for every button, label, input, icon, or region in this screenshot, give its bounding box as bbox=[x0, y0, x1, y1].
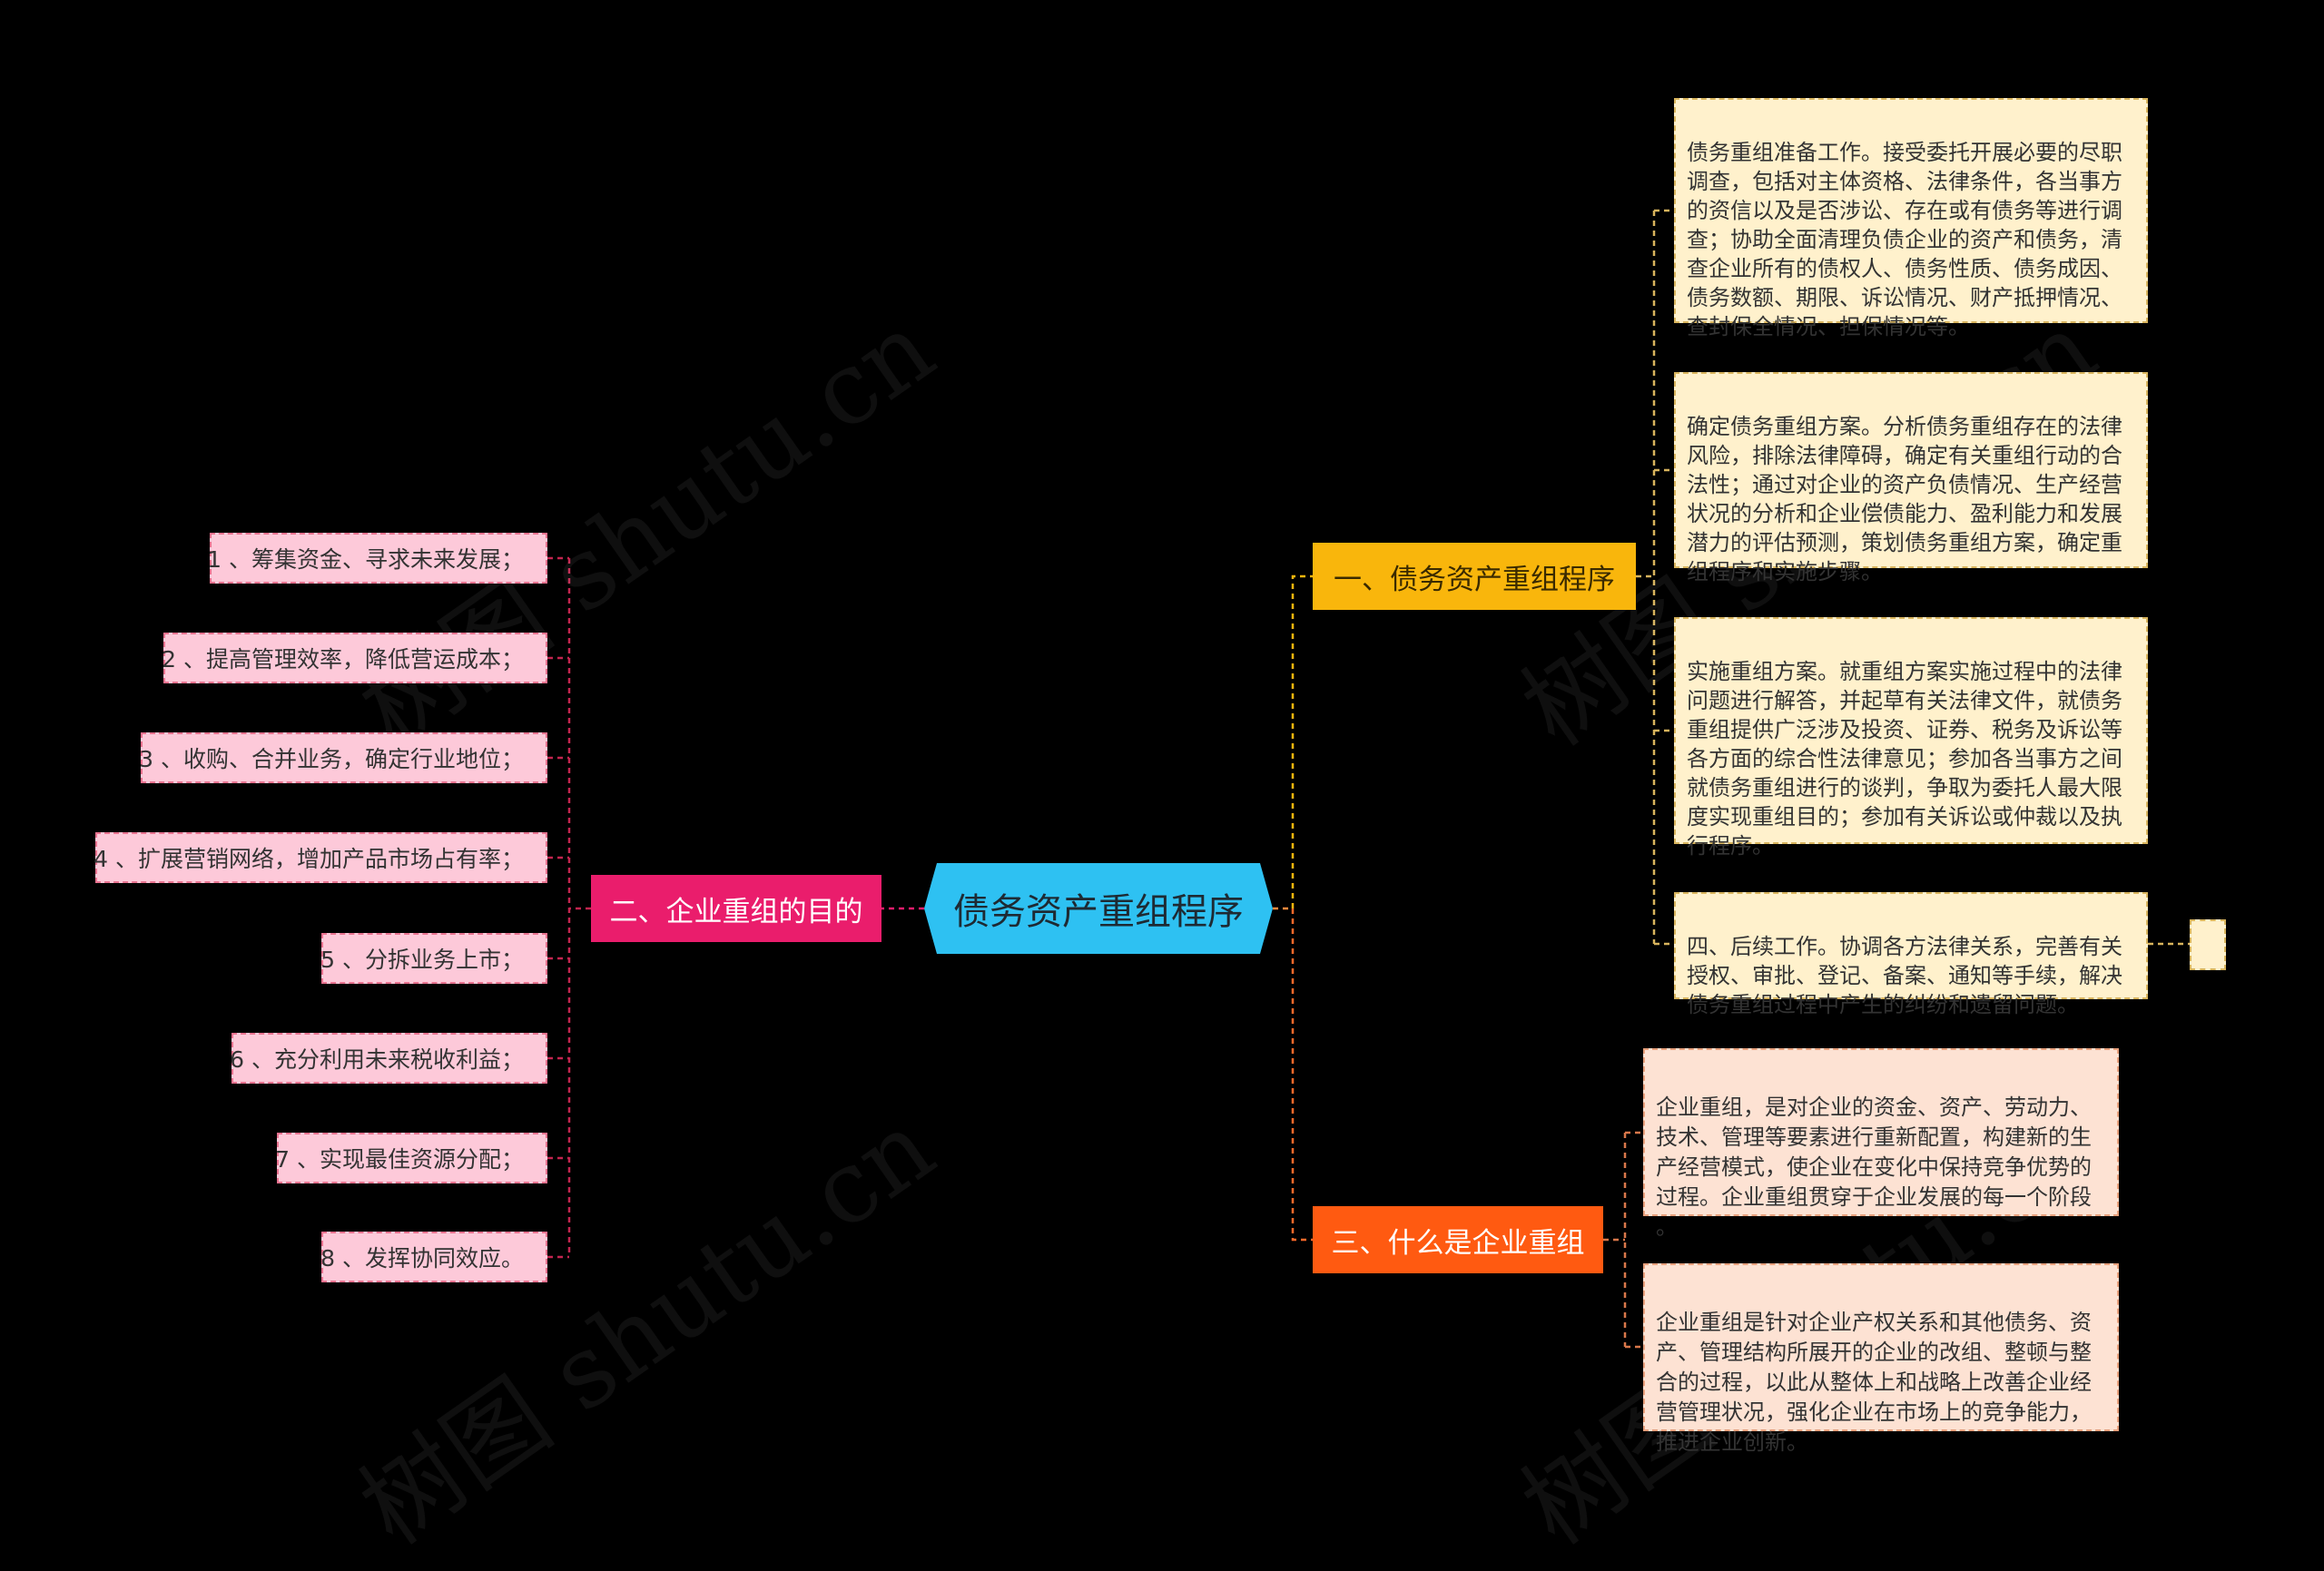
branch-goal[interactable]: 二、企业重组的目的 bbox=[591, 875, 881, 942]
branch-what[interactable]: 三、什么是企业重组 bbox=[1313, 1206, 1603, 1273]
goal-item[interactable]: 2 、提高管理效率，降低营运成本； bbox=[162, 633, 547, 683]
goal-item-label: 5 、分拆业务上市； bbox=[320, 947, 524, 973]
procedure-item[interactable]: 确定债务重组方案。分析债务重组存在的法律 风险，排除法律障碍，确定有关重组行动的… bbox=[1674, 372, 2148, 584]
goal-item[interactable]: 6 、充分利用未来税收利益； bbox=[230, 1033, 547, 1084]
procedure-item-text: 确定债务重组方案。分析债务重组存在的法律 风险，排除法律障碍，确定有关重组行动的… bbox=[1687, 414, 2122, 584]
goal-item-label: 3 、收购、合并业务，确定行业地位； bbox=[139, 746, 524, 772]
goal-item-label: 8 、发挥协同效应。 bbox=[320, 1245, 524, 1272]
branch-what-label: 三、什么是企业重组 bbox=[1331, 1226, 1585, 1260]
goal-item[interactable]: 5 、分拆业务上市； bbox=[320, 933, 547, 984]
procedure-item[interactable]: 四、后续工作。协调各方法律关系，完善有关 授权、审批、登记、备案、通知等手续，解… bbox=[1674, 892, 2148, 1017]
goal-item-label: 6 、充分利用未来税收利益； bbox=[230, 1046, 524, 1073]
goal-item-label: 1 、筹集资金、寻求未来发展； bbox=[207, 546, 524, 573]
goal-item-label: 2 、提高管理效率，降低营运成本； bbox=[162, 646, 524, 673]
goal-item[interactable]: 7 、实现最佳资源分配； bbox=[275, 1133, 547, 1183]
what-item[interactable]: 企业重组是针对企业产权关系和其他债务、资 产、管理结构所展开的企业的改组、整顿与… bbox=[1643, 1263, 2119, 1455]
connector-lines bbox=[547, 209, 2190, 1349]
branch-procedure-label: 一、债务资产重组程序 bbox=[1334, 563, 1615, 596]
goal-item-label: 7 、实现最佳资源分配； bbox=[275, 1146, 524, 1173]
root-node[interactable]: 债务资产重组程序 bbox=[924, 863, 1273, 954]
goal-item[interactable]: 1 、筹集资金、寻求未来发展； bbox=[207, 533, 547, 584]
goal-item-label: 4 、扩展营销网络，增加产品市场占有率； bbox=[94, 846, 524, 872]
goal-item[interactable]: 4 、扩展营销网络，增加产品市场占有率； bbox=[94, 832, 547, 883]
empty-node[interactable] bbox=[2190, 919, 2226, 970]
goal-item[interactable]: 8 、发挥协同效应。 bbox=[320, 1232, 547, 1282]
procedure-item[interactable]: 实施重组方案。就重组方案实施过程中的法律 问题进行解答，并起草有关法律文件，就债… bbox=[1674, 617, 2148, 859]
branch-goal-label: 二、企业重组的目的 bbox=[609, 895, 863, 928]
procedure-item-text: 实施重组方案。就重组方案实施过程中的法律 问题进行解答，并起草有关法律文件，就债… bbox=[1687, 659, 2122, 859]
goal-item[interactable]: 3 、收购、合并业务，确定行业地位； bbox=[139, 732, 547, 783]
procedure-item-text: 债务重组准备工作。接受委托开展必要的尽职 调查，包括对主体资格、法律条件，各当事… bbox=[1687, 140, 2122, 339]
what-item-text: 企业重组是针对企业产权关系和其他债务、资 产、管理结构所展开的企业的改组、整顿与… bbox=[1656, 1310, 2092, 1455]
procedure-item-text: 四、后续工作。协调各方法律关系，完善有关 授权、审批、登记、备案、通知等手续，解… bbox=[1687, 934, 2122, 1017]
procedure-item[interactable]: 债务重组准备工作。接受委托开展必要的尽职 调查，包括对主体资格、法律条件，各当事… bbox=[1674, 98, 2148, 339]
what-item-text: 企业重组，是对企业的资金、资产、劳动力、 技术、管理等要素进行重新配置，构建新的… bbox=[1656, 1095, 2092, 1240]
branch-procedure[interactable]: 一、债务资产重组程序 bbox=[1313, 543, 1636, 610]
root-label: 债务资产重组程序 bbox=[953, 891, 1244, 933]
what-item[interactable]: 企业重组，是对企业的资金、资产、劳动力、 技术、管理等要素进行重新配置，构建新的… bbox=[1643, 1048, 2119, 1240]
